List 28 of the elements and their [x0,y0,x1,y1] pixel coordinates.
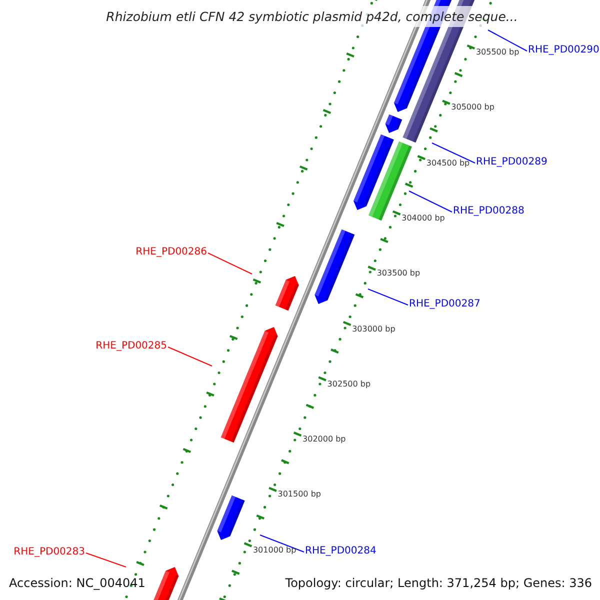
tick-label: 301500 bp [278,490,321,499]
leader-line [260,534,304,552]
footer-text: Accession: NC_004041 [9,576,146,590]
tick-label: 304000 bp [402,213,445,222]
tick-label: 305500 bp [476,48,520,56]
gene-label: RHE_PD00284 [305,546,376,556]
gene-label: RHE_PD00285 [96,340,167,352]
gene-label: RHE_PD00287 [409,298,480,310]
tick-label: 304500 bp [426,158,470,168]
tick-label: 305000 bp [451,102,494,112]
gene-label: RHE_PD00288 [453,206,524,216]
gene-label: RHE_PD00286 [136,246,207,258]
gene-label: RHE_PD00283 [14,546,85,558]
tick-label: 303500 bp [376,268,420,278]
leader-line [408,190,452,212]
leader-line [368,288,408,306]
leader-line [488,30,528,52]
leader-line [86,552,126,568]
leader-line [432,142,476,164]
leader-line [208,252,252,274]
leader-line [168,346,212,366]
tick-label: 301000 bp [252,545,296,554]
gene-label: RHE_PD00289 [476,156,548,168]
tick-label: 302000 bp [302,434,346,444]
tick-label: 303000 bp [352,324,396,333]
gene-label: RHE_PD00290 [528,44,600,56]
footer-text: Topology: circular; Length: 371,254 bp; Genes: 336 [285,576,592,590]
tick-label: 302500 bp [327,379,371,388]
